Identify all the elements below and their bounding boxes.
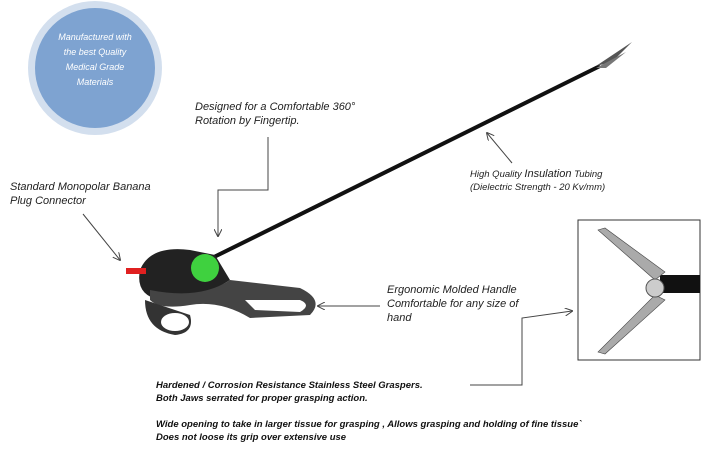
tubing-callout: High Quality Insulation Tubing (Dielectr…	[470, 168, 605, 194]
callout-arrows	[82, 133, 572, 386]
connector-callout: Standard Monopolar Banana Plug Connector	[10, 180, 151, 208]
badge-line: Manufactured with	[58, 32, 132, 42]
callout-emphasis: Insulation	[524, 168, 572, 180]
opening-note: Wide opening to take in larger tissue fo…	[156, 418, 582, 444]
note-line: Wide opening to take in larger tissue fo…	[156, 419, 582, 430]
callout-line: Standard Monopolar Banana	[10, 181, 151, 193]
callout-line: Plug Connector	[10, 195, 86, 207]
callout-line: Comfortable for any size of	[387, 298, 519, 310]
callout-line: Ergonomic Molded Handle	[387, 284, 517, 296]
tip-jaws	[596, 42, 632, 68]
handle	[126, 249, 316, 335]
note-line: Hardened / Corrosion Resistance Stainles…	[156, 380, 423, 391]
callout-text: Tubing	[571, 169, 603, 180]
handle-callout: Ergonomic Molded Handle Comfortable for …	[387, 283, 518, 325]
badge-line: the best Quality	[63, 47, 127, 57]
callout-line: Designed for a Comfortable 360°	[195, 101, 356, 113]
badge-text: Manufactured with the best Quality Medic…	[40, 30, 150, 90]
graspers-note: Hardened / Corrosion Resistance Stainles…	[156, 379, 423, 405]
jaw-closeup-inset	[577, 219, 701, 361]
banana-plug-tip	[126, 268, 146, 274]
callout-line: (Dielectric Strength - 20 Kv/mm)	[470, 182, 606, 193]
callout-line: hand	[387, 312, 412, 324]
callout-line: Rotation by Fingertip.	[195, 115, 300, 127]
badge-line: Materials	[76, 77, 114, 87]
insulated-shaft	[211, 64, 601, 260]
badge-circle	[28, 1, 162, 135]
badge-line: Medical Grade	[65, 62, 125, 72]
callout-text: High Quality	[470, 169, 525, 180]
note-line: Both Jaws serrated for proper grasping a…	[156, 393, 368, 404]
rotation-knob	[191, 254, 219, 282]
note-line: Does not loose its grip over extensive u…	[156, 432, 347, 443]
rotation-callout: Designed for a Comfortable 360° Rotation…	[195, 100, 355, 128]
